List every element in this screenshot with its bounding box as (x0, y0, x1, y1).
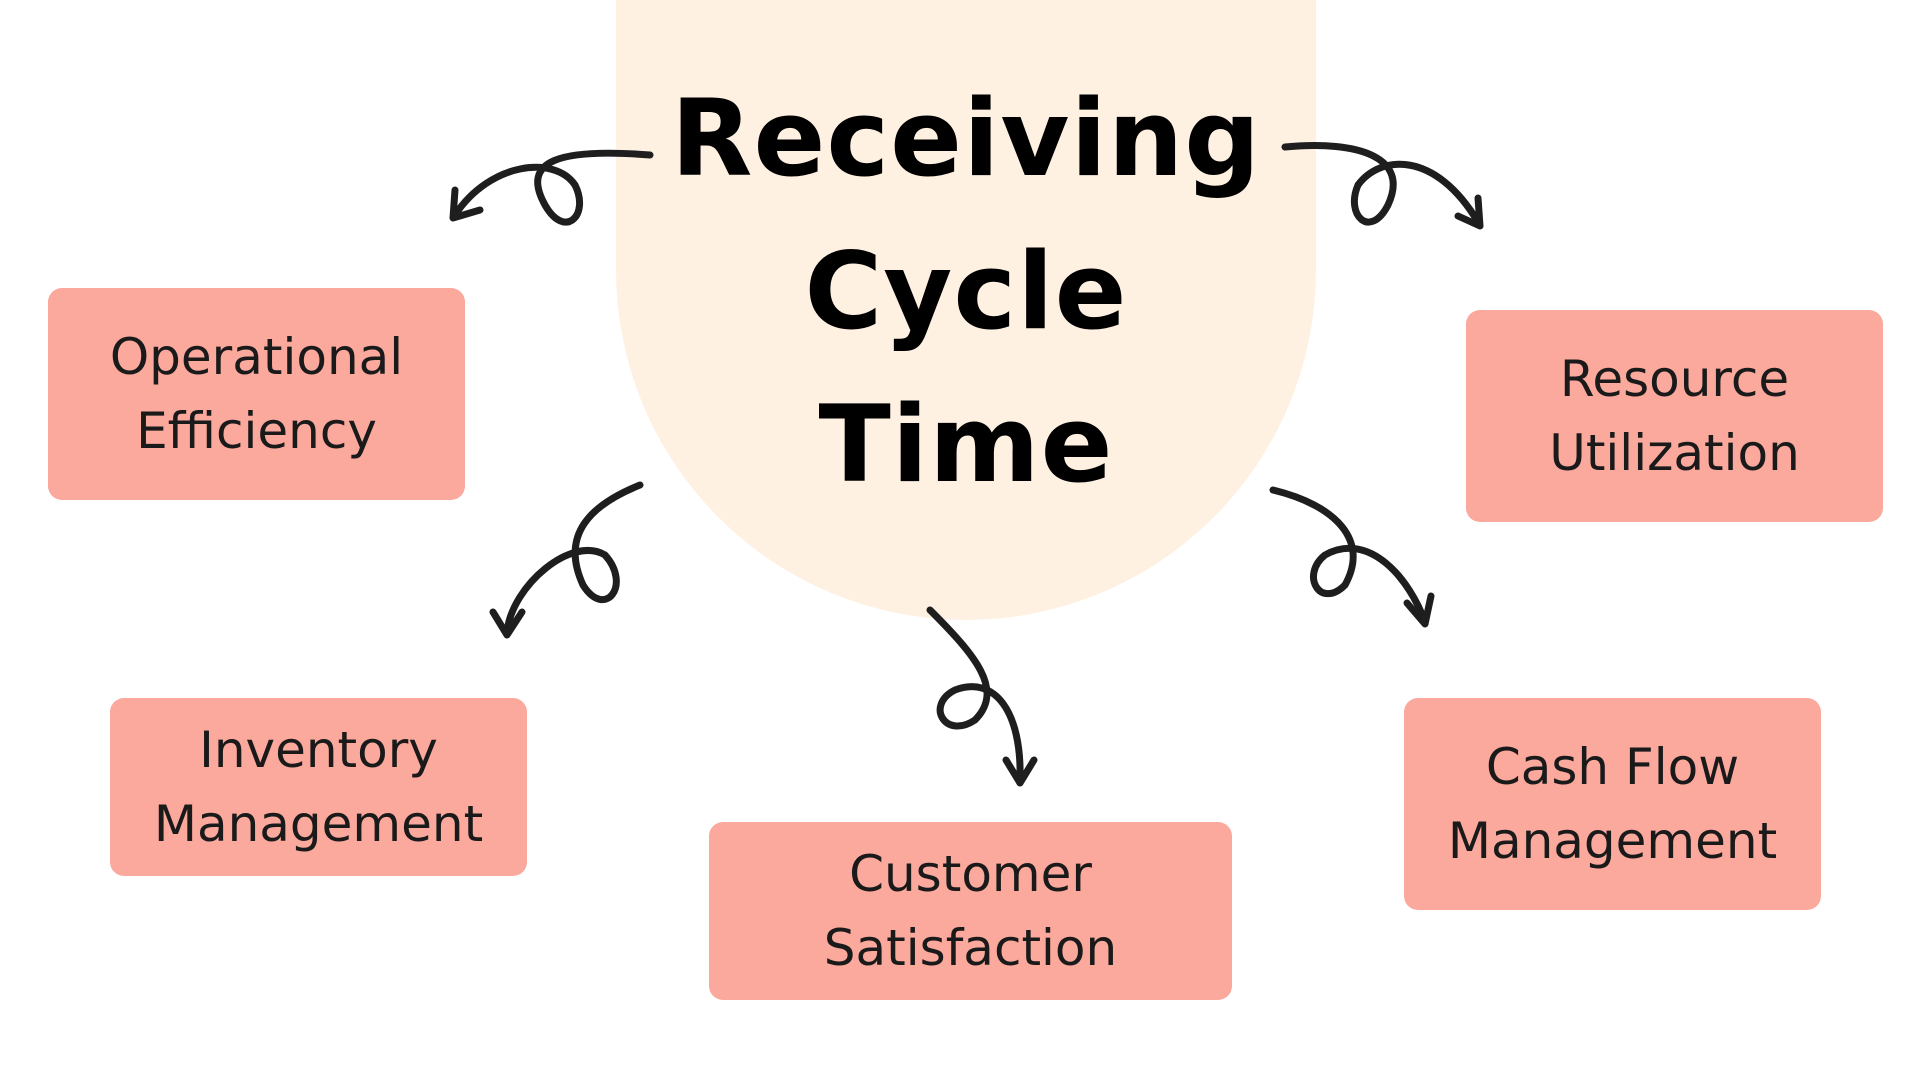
hub-shape (616, 0, 1316, 620)
cash-flow-management-box: Cash Flow Management (1404, 698, 1821, 910)
hub-title-line-2: Cycle (804, 230, 1128, 353)
operational-efficiency-line-2: Efficiency (136, 402, 377, 460)
customer-satisfaction-box: Customer Satisfaction (709, 822, 1232, 1000)
resource-utilization-line-2: Utilization (1549, 424, 1800, 482)
operational-efficiency-line-1: Operational (109, 328, 404, 386)
cash-flow-management-line-2: Management (1447, 812, 1778, 870)
inventory-management-box: Inventory Management (110, 698, 527, 876)
hub-title-line-1: Receiving (670, 77, 1262, 200)
customer-satisfaction-line-1: Customer (849, 845, 1092, 903)
inventory-management-line-2: Management (153, 795, 484, 853)
loop-arrow-customer-icon (926, 606, 1038, 787)
hub-title-line-3: Time (818, 383, 1114, 506)
operational-efficiency-box: Operational Efficiency (48, 288, 465, 500)
inventory-management-line-1: Inventory (199, 721, 438, 779)
resource-utilization-line-1: Resource (1559, 350, 1790, 408)
resource-utilization-box: Resource Utilization (1466, 310, 1883, 522)
hub-title: Receiving Cycle Time (616, 62, 1316, 521)
cash-flow-management-line-1: Cash Flow (1485, 738, 1740, 796)
customer-satisfaction-line-2: Satisfaction (823, 919, 1118, 977)
